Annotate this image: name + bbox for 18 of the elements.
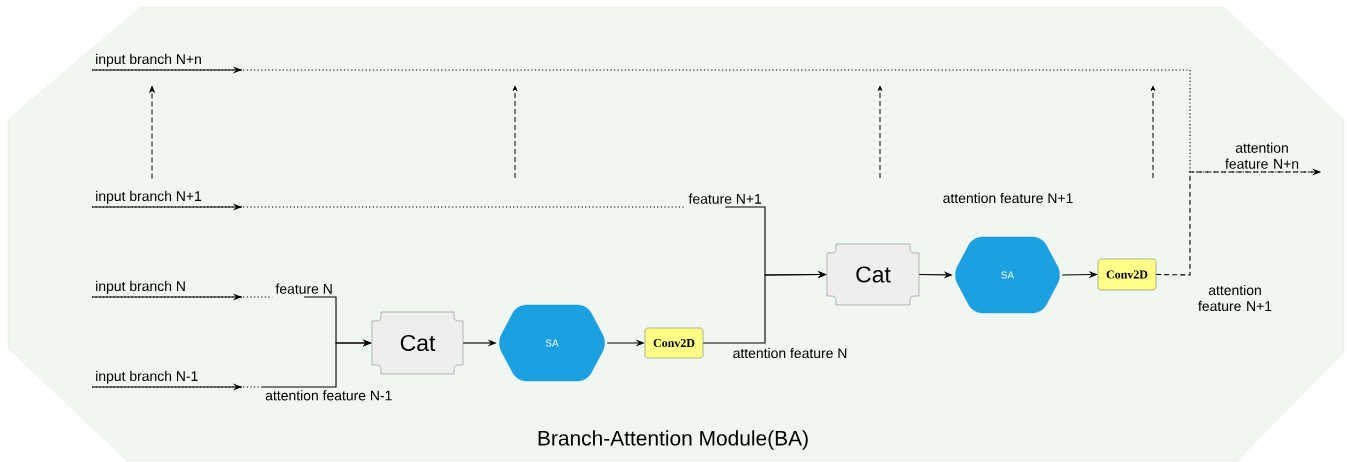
attention-hexagon: SA — [499, 304, 605, 382]
feature-label: feature N — [275, 283, 332, 294]
input-label: input branch N+n — [96, 53, 201, 67]
input-label: input branch N — [96, 280, 185, 294]
conv-box: Conv2D — [644, 327, 704, 359]
output-label: attention feature N+n — [1225, 142, 1299, 169]
edge-label: attention feature N+1 — [1198, 284, 1272, 312]
feature-label: attention feature N+1 — [943, 192, 1073, 204]
input-label: input branch N-1 — [96, 370, 198, 384]
conv-box: Conv2D — [1097, 258, 1157, 291]
feature-label: attention feature N-1 — [265, 390, 392, 401]
edge-label: attention feature N — [733, 347, 847, 359]
input-label: input branch N+1 — [96, 190, 202, 204]
concat-box: Cat — [371, 311, 464, 375]
attention-hexagon: SA — [955, 236, 1060, 314]
concat-box: Cat — [826, 243, 920, 306]
arrow — [149, 85, 155, 180]
feature-label: feature N+1 — [688, 193, 762, 204]
